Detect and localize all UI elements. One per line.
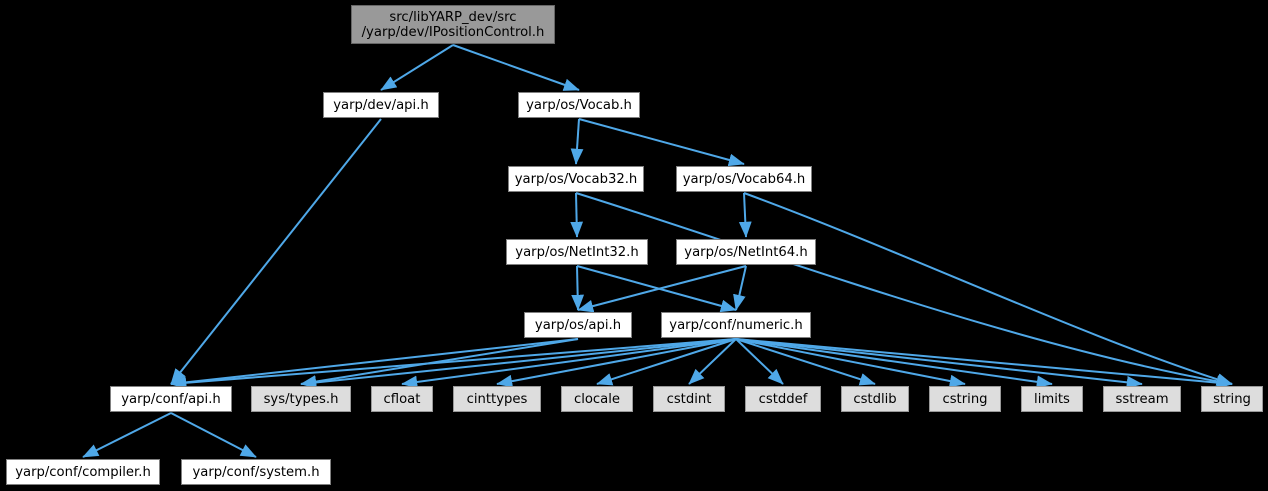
graph-node-cfloat[interactable]: cfloat: [371, 386, 433, 412]
edges: [82, 44, 1233, 458]
graph-node-system[interactable]: yarp/conf/system.h: [181, 459, 331, 485]
edge-confapi-to-system: [170, 412, 257, 458]
graph-node-limits[interactable]: limits: [1021, 386, 1083, 412]
edge-numeric-to-clocale: [596, 338, 737, 386]
graph-node-netint32[interactable]: yarp/os/NetInt32.h: [506, 239, 648, 265]
edge-numeric-to-cstring: [735, 338, 966, 388]
edge-netint32-to-osapi: [571, 265, 585, 311]
edge-vocab-to-vocab64: [578, 118, 745, 167]
edge-confapi-to-compiler: [82, 412, 172, 458]
edge-netint64-to-osapi: [577, 265, 747, 313]
graph-node-cstdlib[interactable]: cstdlib: [841, 386, 909, 412]
graph-node-vocab32[interactable]: yarp/os/Vocab32.h: [508, 166, 644, 192]
edge-numeric-to-sstream: [735, 338, 1143, 389]
graph-node-vocab[interactable]: yarp/os/Vocab.h: [518, 92, 640, 118]
graph-node-numeric[interactable]: yarp/conf/numeric.h: [661, 312, 811, 338]
edge-root-to-devapi: [380, 44, 454, 91]
edge-numeric-to-cstddef: [735, 338, 784, 385]
graph-node-compiler[interactable]: yarp/conf/compiler.h: [6, 459, 160, 485]
edge-vocab-to-vocab32: [570, 118, 584, 165]
edge-root-to-vocab: [452, 44, 580, 91]
graph-node-netint64[interactable]: yarp/os/NetInt64.h: [676, 239, 816, 265]
edge-vocab64-to-string: [743, 192, 1233, 386]
graph-node-cstring[interactable]: cstring: [929, 386, 1001, 412]
graph-node-cstddef[interactable]: cstddef: [745, 386, 821, 412]
graph-node-clocale[interactable]: clocale: [561, 386, 633, 412]
graph-node-vocab64[interactable]: yarp/os/Vocab64.h: [676, 166, 812, 192]
edge-numeric-to-cstdint: [688, 338, 737, 385]
edge-osapi-to-confapi: [170, 338, 579, 389]
graph-node-confapi[interactable]: yarp/conf/api.h: [110, 386, 232, 412]
graph-node-devapi[interactable]: yarp/dev/api.h: [323, 92, 439, 118]
graph-node-sstream[interactable]: sstream: [1103, 386, 1181, 412]
edge-vocab64-to-netint64: [738, 192, 752, 238]
graph-node-osapi[interactable]: yarp/os/api.h: [524, 312, 632, 338]
graph-node-root[interactable]: src/libYARP_dev/src /yarp/dev/IPositionC…: [351, 5, 555, 44]
edge-netint32-to-numeric: [576, 265, 737, 313]
edge-numeric-to-cstdlib: [735, 338, 876, 386]
edge-numeric-to-confapi: [170, 338, 737, 390]
edge-vocab32-to-string: [575, 192, 1233, 388]
graph-node-systypes[interactable]: sys/types.h: [251, 386, 351, 412]
edge-numeric-to-string: [735, 338, 1233, 390]
edge-numeric-to-limits: [735, 338, 1053, 389]
edge-netint64-to-numeric: [733, 265, 747, 311]
graph-node-string[interactable]: string: [1201, 386, 1263, 412]
edge-devapi-to-confapi: [170, 118, 382, 385]
edge-numeric-to-cinttypes: [496, 338, 737, 388]
graph-node-cstdint[interactable]: cstdint: [653, 386, 725, 412]
edge-vocab32-to-netint32: [570, 192, 584, 238]
edge-numeric-to-systypes: [300, 338, 737, 389]
graph-node-cinttypes[interactable]: cinttypes: [453, 386, 541, 412]
edge-osapi-to-systypes: [300, 338, 579, 388]
edge-numeric-to-cfloat: [401, 338, 737, 389]
